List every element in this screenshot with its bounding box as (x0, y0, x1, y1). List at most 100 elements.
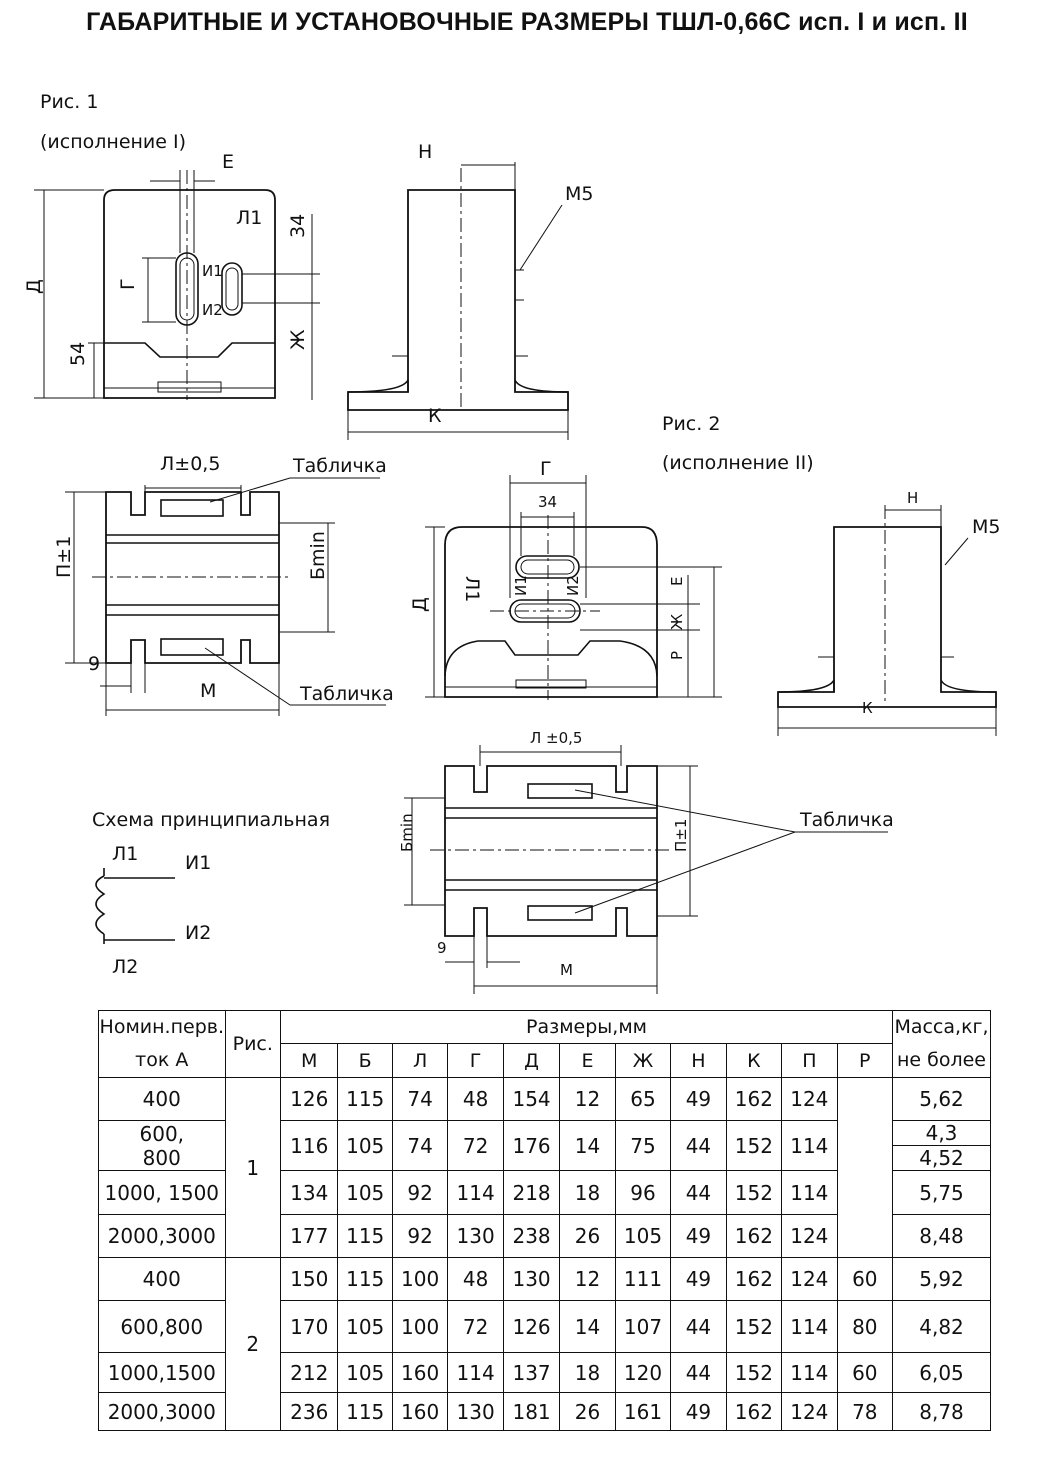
value-cell: 126 (502, 1300, 561, 1353)
fig2-label-r: Р (668, 651, 686, 660)
value-cell: 107 (614, 1300, 672, 1353)
value-cell: 170 (279, 1300, 339, 1353)
value-cell: 44 (670, 1120, 727, 1171)
value-cell: 92 (391, 1170, 449, 1215)
fig1-side-view: Н М5 К (347, 141, 593, 440)
schema-label-l1: Л1 (112, 843, 138, 865)
column-header: Р (836, 1043, 894, 1078)
value-cell: 212 (279, 1352, 339, 1393)
value-cell: 114 (447, 1170, 504, 1215)
page-title: ГАБАРИТНЫЕ И УСТАНОВОЧНЫЕ РАЗМЕРЫ ТШЛ-0,… (86, 8, 968, 36)
value-cell: 126 (279, 1077, 339, 1121)
current-cell: 600, 800 (98, 1120, 226, 1171)
column-header: К (725, 1043, 783, 1078)
principal-schema: Схема принципиальная Л1 И1 И2 Л2 (92, 809, 330, 978)
value-cell: 124 (781, 1392, 838, 1431)
technical-drawing: Рис. 1 (исполнение I) Е Л1 И1 И2 Г Д 54 (23, 91, 1000, 994)
fig2-label-d: Д (409, 597, 431, 612)
mass-cell: 6,05 (892, 1352, 991, 1393)
value-cell: 44 (670, 1300, 727, 1353)
column-header: Д (502, 1043, 561, 1078)
schema-title: Схема принципиальная (92, 809, 330, 831)
value-cell: 114 (781, 1120, 838, 1171)
mass-cell: 5,92 (892, 1257, 991, 1301)
fig1-label-54: 54 (67, 342, 89, 366)
value-cell: 74 (391, 1077, 449, 1121)
schema-label-i2: И2 (185, 922, 211, 944)
value-cell: 72 (447, 1300, 504, 1353)
fig1-subcaption: (исполнение I) (40, 131, 186, 153)
current-cell: 2000,3000 (98, 1392, 226, 1431)
header-nominal-line1: Номин.перв. (98, 1010, 226, 1044)
column-header: Г (447, 1043, 504, 1078)
value-cell: 115 (337, 1077, 393, 1121)
fig1-label-l1: Л1 (236, 207, 262, 229)
fig-cell: 2 (224, 1257, 281, 1431)
mass-cell: 4,82 (892, 1300, 991, 1353)
value-cell: 160 (391, 1392, 449, 1431)
value-cell: 100 (391, 1300, 449, 1353)
value-cell: 74 (391, 1120, 449, 1171)
schema-label-l2: Л2 (112, 956, 138, 978)
mass-cell: 8,78 (892, 1392, 991, 1431)
fig1-caption: Рис. 1 (40, 91, 98, 113)
value-cell: 96 (614, 1170, 672, 1215)
value-cell: 181 (502, 1392, 561, 1431)
value-cell: 114 (447, 1352, 504, 1393)
value-cell: 92 (391, 1214, 449, 1258)
value-cell: 49 (670, 1214, 727, 1258)
fig2-label-m5: М5 (972, 516, 1000, 538)
value-cell: 114 (781, 1300, 838, 1353)
mass-value-a: 4,3 (893, 1121, 990, 1146)
value-cell: 134 (279, 1170, 339, 1215)
value-cell: 78 (836, 1392, 894, 1431)
fig2-label-bmin: Бmin (398, 813, 416, 852)
fig1-label-34: 34 (287, 214, 309, 238)
value-cell: 161 (614, 1392, 672, 1431)
value-cell: 12 (559, 1077, 616, 1121)
value-cell: 154 (502, 1077, 561, 1121)
mass-cell: 5,75 (892, 1170, 991, 1215)
dimensions-table: Номин.перв. Рис. Размеры,мм Масса,кг, то… (98, 1010, 991, 1431)
mass-value-b: 4,52 (919, 1146, 964, 1170)
value-cell: 124 (781, 1077, 838, 1121)
fig2-label-p1: П±1 (672, 819, 690, 852)
value-cell: 162 (725, 1257, 783, 1301)
value-cell: 218 (502, 1170, 561, 1215)
fig2-caption: Рис. 2 (662, 413, 720, 435)
fig2-label-n: Н (907, 489, 918, 507)
value-cell: 49 (670, 1077, 727, 1121)
fig2-label-e: Е (668, 577, 686, 586)
fig1-label-bmin: Бmin (307, 531, 329, 580)
value-cell: 60 (836, 1257, 894, 1301)
current-cell: 600,800 (98, 1300, 226, 1353)
column-header: М (279, 1043, 339, 1078)
value-cell: 150 (279, 1257, 339, 1301)
value-cell: 130 (447, 1392, 504, 1431)
value-cell: 26 (559, 1214, 616, 1258)
value-cell: 100 (391, 1257, 449, 1301)
fig2-label-9: 9 (437, 939, 447, 957)
value-cell: 160 (391, 1352, 449, 1393)
fig2-label-i1: И1 (512, 575, 530, 596)
fig2-top-view: Л ±0,5 Табличка Бmin П±1 9 М (398, 729, 894, 994)
fig1-label-m: М (200, 680, 216, 702)
value-cell: 48 (447, 1077, 504, 1121)
value-cell: 137 (502, 1352, 561, 1393)
value-cell: 130 (447, 1214, 504, 1258)
value-cell: 114 (781, 1352, 838, 1393)
value-cell: 124 (781, 1214, 838, 1258)
mass-cell: 5,62 (892, 1077, 991, 1121)
column-header: Е (559, 1043, 616, 1078)
value-cell: 152 (725, 1352, 783, 1393)
fig1-label-k: К (428, 405, 442, 427)
value-cell: 176 (502, 1120, 561, 1171)
header-dims: Размеры,мм (279, 1010, 894, 1044)
fig2-label-g: Г (540, 458, 552, 480)
value-cell: 18 (559, 1170, 616, 1215)
